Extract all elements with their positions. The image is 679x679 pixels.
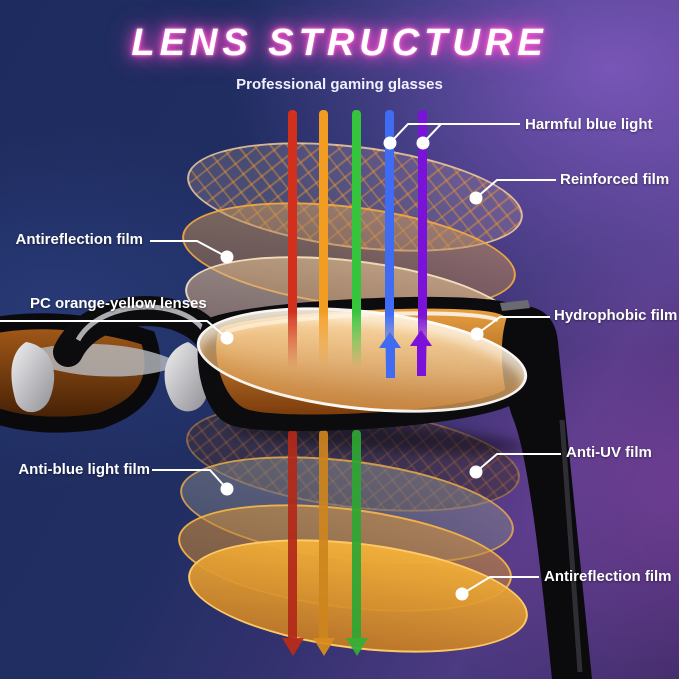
leader-antireflection-film-bottom [461,576,539,595]
beam-shaft [288,430,297,640]
beam-shaft [319,110,328,368]
down-arrowhead-red [281,638,304,656]
leader-dot-violet-beam [416,136,430,150]
light-beam-green [352,110,361,368]
leader-anti-blue-light-film [152,469,228,490]
up-arrow-shaft [385,346,395,378]
beam-shaft [385,110,394,372]
light-beam-green-lower [345,430,368,656]
leader-antireflection-film-top [150,240,228,258]
leader-pc-lenses [0,320,228,339]
label-anti-uv-film: Anti-UV film [566,444,652,461]
nose-pad-left [11,342,55,413]
label-anti-blue-light-film: Anti-blue light film [18,461,150,478]
label-antireflection-film-bottom: Antireflection film [544,568,672,585]
label-hydrophobic-film: Hydrophobic film [554,307,678,324]
beam-shaft [288,110,297,368]
beam-shaft [352,110,361,368]
leader-dot-blue-beam [383,136,397,150]
label-reinforced-film: Reinforced film [560,171,670,188]
label-harmful-blue-light: Harmful blue light [525,116,653,133]
light-beam-orange-lower [312,430,335,656]
light-beam-orange [319,110,328,368]
label-pc-orange-yellow-lenses: PC orange-yellow lenses [30,295,207,312]
hinge-glint [500,300,530,311]
leader-dot-pc-lenses [220,331,234,345]
leader-harmful-blue-light [389,123,520,144]
down-arrowhead-green [345,638,368,656]
nose-bridge-highlight [75,304,206,342]
page-subtitle: Professional gaming glasses [236,76,443,93]
beam-shaft [352,430,361,640]
up-arrowhead-violet [410,330,432,346]
leader-dot-hydrophobic [470,327,484,341]
light-beam-blue [385,110,394,372]
temple-highlight [559,419,583,673]
leader-dot-anti-blue [220,482,234,496]
page-title: LENS STRUCTURE [131,22,548,64]
leader-hydrophobic-film [476,316,550,335]
leader-anti-uv-film [475,453,561,473]
nose-pad-right [164,342,208,412]
light-beam-violet [418,110,427,372]
beam-shaft [319,430,328,640]
light-beam-red [288,110,297,368]
light-beam-red-lower [281,430,304,656]
beam-shaft [418,110,427,372]
leader-dot-reinforced [469,191,483,205]
leader-dot-anti-uv [469,465,483,479]
up-arrowhead-blue [379,332,401,348]
down-arrowhead-orange [312,638,335,656]
leader-dot-antireflection-top [220,250,234,264]
up-arrow-shaft [416,344,426,376]
label-antireflection-film-top: Antireflection film [15,231,143,248]
leader-reinforced-film [475,179,556,199]
temple-arm [501,305,592,679]
leader-dot-antireflection-bottom [455,587,469,601]
